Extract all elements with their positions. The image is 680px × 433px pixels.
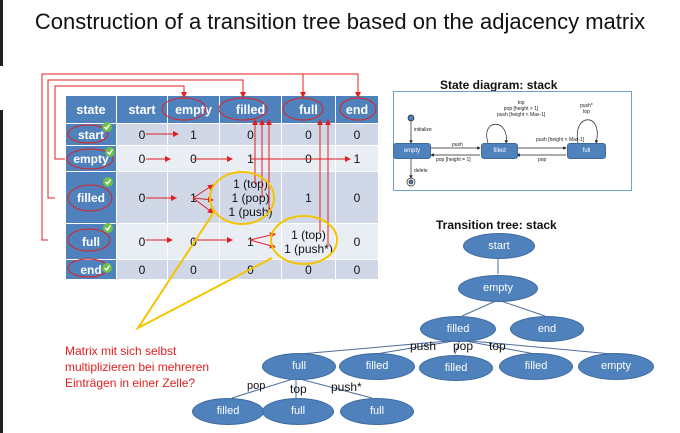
tree-edge-label-top: top: [489, 339, 506, 353]
sd-label-self-filled: top pop [height > 1] push [height < Max-…: [497, 100, 546, 118]
matrix-cell: 0: [335, 171, 379, 224]
feedback-line: [41, 73, 306, 241]
matrix-cell: 0: [281, 259, 336, 280]
col-highlight-ellipse: [218, 97, 268, 121]
transition-tree-title: Transition tree: stack: [436, 218, 557, 232]
col-highlight-ellipse: [339, 97, 377, 121]
feedback-line: [54, 85, 187, 160]
sd-label-initialize: initialize: [414, 127, 432, 133]
matrix-cell: 0: [116, 259, 168, 280]
feedback-line: [47, 79, 246, 199]
col-header: empty: [167, 95, 220, 124]
slide-edge-bar: [0, 0, 3, 66]
row-highlight-ellipse: [67, 184, 113, 212]
matrix-cell: 1: [281, 171, 336, 224]
feedback-line: [303, 73, 361, 98]
cell-entry: 1 (top): [291, 227, 326, 242]
state-diagram-title: State diagram: stack: [440, 78, 558, 92]
page-title: Construction of a transition tree based …: [34, 9, 646, 34]
row-highlight-ellipse: [67, 124, 109, 144]
matrix-corner-header: state: [65, 95, 117, 124]
matrix-cell: 0: [116, 223, 168, 260]
matrix-cell: 0: [335, 259, 379, 280]
tree-node-empty: empty: [578, 353, 654, 380]
sd-label-pop: pop: [538, 157, 547, 163]
cell-entry: 1 (top): [233, 176, 268, 191]
tree-node-full: full: [262, 398, 334, 425]
tree-node-filled: filled: [499, 353, 573, 380]
cell-entry: 1 (push): [228, 204, 273, 219]
row-highlight-ellipse: [66, 148, 114, 170]
tree-edge-label-push: push: [410, 339, 437, 353]
matrix-cell: 0: [116, 123, 168, 146]
row-highlight-ellipse: [67, 228, 111, 252]
tree-edge-label-top: top: [290, 382, 307, 396]
tree-node-filled: filled: [339, 353, 415, 380]
sd-label-pop-height: pop [height = 1]: [436, 157, 471, 163]
col-header: end: [335, 95, 379, 124]
question-note: Matrix mit sich selbst multiplizieren be…: [65, 344, 210, 390]
col-highlight-ellipse: [161, 97, 207, 121]
sd-label-self-full: push* top: [580, 103, 593, 115]
transition-arrow: [192, 184, 214, 199]
multi-entry-highlight: [209, 171, 275, 225]
matrix-cell-multi: 1 (top) 1 (push*): [281, 223, 336, 260]
tree-node-end: end: [510, 316, 584, 342]
transition-arrow: [249, 239, 276, 249]
matrix-cell: 1: [167, 123, 220, 146]
sd-label-push: push: [452, 142, 463, 148]
tree-edge-label-pop: pop: [247, 380, 266, 392]
callout-line: [135, 211, 273, 331]
slide-edge-bar-lower: [0, 110, 3, 433]
sd-label-push-max: push [height < Max-1]: [536, 137, 585, 143]
tree-edge-label-pop: pop: [453, 339, 474, 353]
matrix-cell-multi: 1 (top) 1 (pop) 1 (push): [219, 171, 282, 224]
matrix-cell: 0: [219, 123, 282, 146]
tree-node-empty: empty: [458, 275, 538, 302]
tree-node-filled: filled: [192, 398, 264, 425]
sd-node-filled: filled: [481, 143, 518, 159]
tree-node-filled: filled: [419, 355, 493, 381]
matrix-cell: 0: [335, 123, 379, 146]
tree-node-full: full: [340, 398, 414, 425]
tree-node-start: start: [463, 233, 535, 259]
sd-label-delete: delete: [414, 168, 428, 174]
sd-node-full: full: [567, 143, 606, 159]
sd-node-empty: empty: [393, 143, 431, 159]
col-highlight-ellipse: [282, 97, 324, 121]
multi-entry-highlight: [270, 215, 338, 265]
matrix-cell: 0: [335, 223, 379, 260]
cell-entry: 1 (push*): [284, 241, 333, 256]
transition-arrow: [192, 197, 214, 214]
final-state-dot: [406, 177, 416, 187]
tree-node-full: full: [262, 353, 336, 380]
tree-edge-label-push-star: push*: [331, 380, 362, 394]
state-diagram-frame: [393, 91, 632, 191]
tree-node-filled: filled: [420, 316, 496, 342]
matrix-cell: 0: [281, 123, 336, 146]
cell-entry: 1 (pop): [231, 190, 270, 205]
